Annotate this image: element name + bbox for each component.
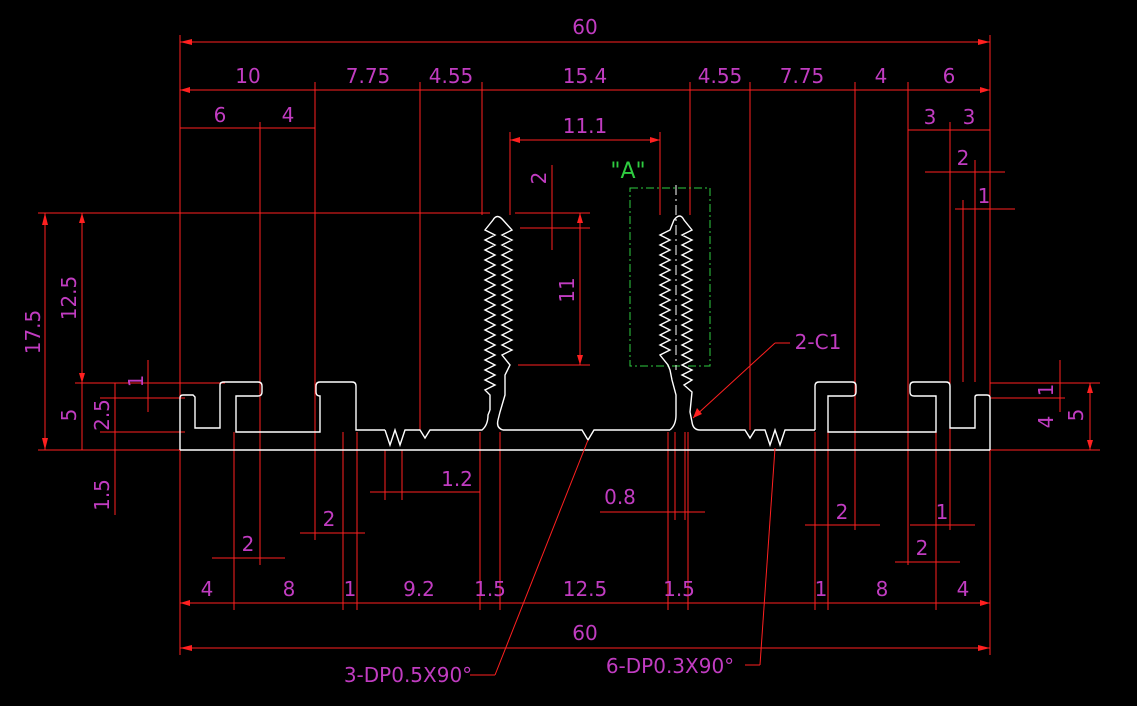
detail-a-box — [629, 187, 711, 367]
right-small-2: 2 — [957, 146, 970, 170]
gap-dim: 0.8 — [604, 485, 636, 509]
bottom-dim-4: 9.2 — [403, 577, 435, 601]
right-1-dim: 1 — [936, 500, 949, 524]
leader-lines — [470, 342, 790, 676]
right-split-3b: 3 — [963, 105, 976, 129]
left-split-4: 4 — [282, 103, 295, 127]
rib-gap-dim: 2 — [527, 172, 551, 185]
extension-lines — [179, 35, 991, 655]
center-dim: 11.1 — [563, 114, 608, 138]
rib-height-dim: 11 — [555, 277, 579, 302]
top-dim-2: 7.75 — [346, 64, 391, 88]
arrow-marks — [42, 39, 1093, 651]
bottom-dim-5: 1.5 — [474, 577, 506, 601]
right-inner-dim: 4 — [1034, 416, 1058, 429]
right-note: 6-DP0.3X90° — [606, 654, 734, 678]
bottom-dim-6: 12.5 — [563, 577, 608, 601]
right-2a-dim: 2 — [836, 500, 849, 524]
right-small-1: 1 — [978, 184, 991, 208]
left-lip-dim: 1 — [124, 375, 148, 388]
bottom-dim-9: 8 — [876, 577, 889, 601]
top-overall-dim: 60 — [572, 15, 597, 39]
profile-outline — [179, 215, 991, 451]
bottom-dim-2: 8 — [283, 577, 296, 601]
horizontal-extension-lines — [38, 212, 1100, 451]
left-2b-dim: 2 — [323, 507, 336, 531]
right-split-3a: 3 — [924, 105, 937, 129]
bottom-dim-8: 1 — [815, 577, 828, 601]
left-bottom-dim: 1.5 — [90, 479, 114, 511]
bottom-overall-dim: 60 — [572, 621, 597, 645]
groove-dim: 1.2 — [441, 467, 473, 491]
bottom-dim-3: 1 — [344, 577, 357, 601]
left-split-6: 6 — [214, 103, 227, 127]
top-dim-6: 7.75 — [780, 64, 825, 88]
top-dim-4: 15.4 — [563, 64, 608, 88]
left-note: 3-DP0.5X90° — [344, 663, 472, 687]
right-2b-dim: 2 — [916, 536, 929, 560]
chamfer-label: 2-C1 — [795, 330, 842, 354]
top-dim-7: 4 — [875, 64, 888, 88]
right-outer-dim: 5 — [1064, 409, 1088, 422]
total-height-dim: 17.5 — [21, 310, 45, 355]
base-height-dim: 5 — [57, 409, 81, 422]
upper-height-dim: 12.5 — [57, 276, 81, 321]
top-dim-1: 10 — [235, 64, 260, 88]
bottom-dim-10: 4 — [957, 577, 970, 601]
top-dim-3: 4.55 — [429, 64, 474, 88]
left-mid-dim: 2.5 — [90, 399, 114, 431]
top-dim-5: 4.55 — [698, 64, 743, 88]
left-2a-dim: 2 — [242, 532, 255, 556]
bottom-dim-1: 4 — [201, 577, 214, 601]
bottom-dim-7: 1.5 — [663, 577, 695, 601]
right-lip-dim: 1 — [1034, 384, 1058, 397]
dimension-lines — [44, 41, 1091, 649]
detail-a-label: "A" — [610, 159, 645, 184]
top-dim-8: 6 — [943, 64, 956, 88]
